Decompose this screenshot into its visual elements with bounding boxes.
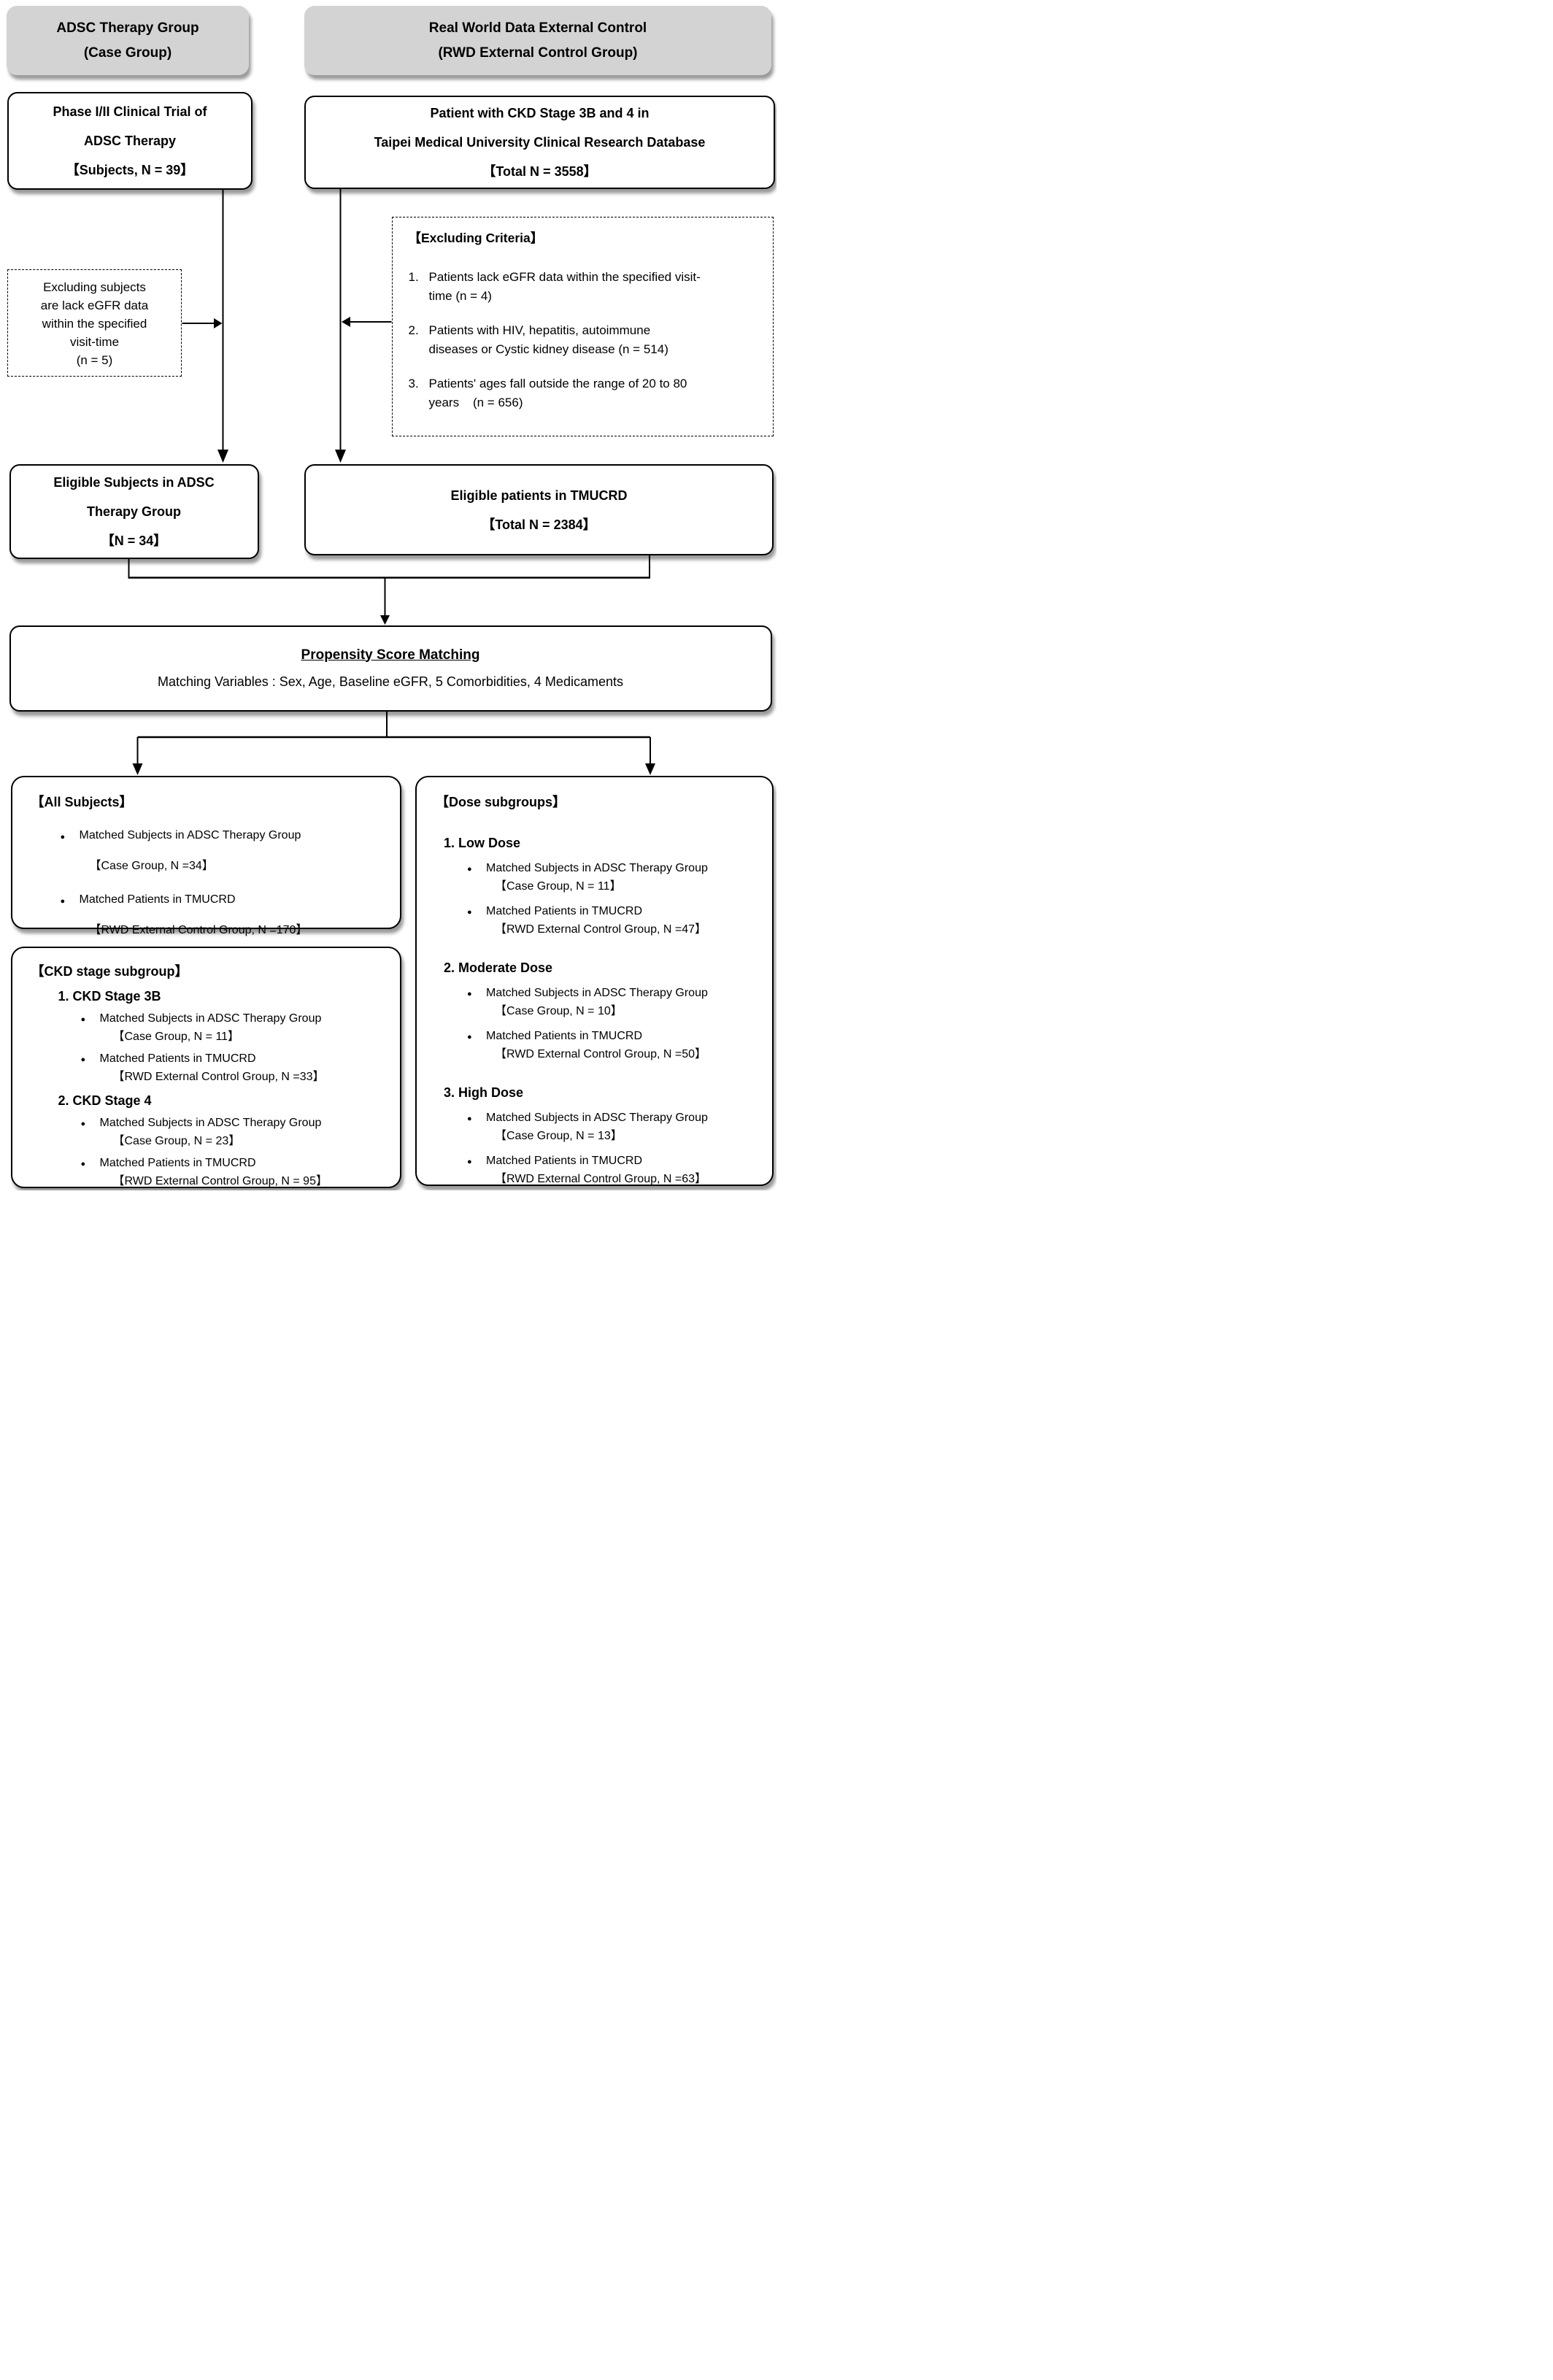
ckd-4-item-1: Matched Subjects in ADSC Therapy Group: [81, 1115, 400, 1132]
moderate-dose-item-2: Matched Patients in TMUCRD: [467, 1028, 772, 1045]
excluding-criteria-item-1-line2: time (n = 4): [428, 288, 492, 303]
ckd-3b-item-1-count: 【Case Group, N = 11】: [112, 1030, 240, 1043]
excluding-subjects-line3: within the specified: [42, 317, 147, 331]
arrowhead-exclusion-right: [342, 317, 350, 327]
case-group-header-line2: (Case Group): [83, 45, 172, 61]
low-dose-heading: 1. Low Dose: [444, 836, 521, 850]
ckd-4-item-2: Matched Patients in TMUCRD: [81, 1155, 400, 1172]
psm-title: Propensity Score Matching: [301, 647, 480, 663]
all-subjects-box: 【All Subjects】 Matched Subjects in ADSC …: [10, 776, 401, 936]
psm-matching-variables: Matching Variables : Sex, Age, Baseline …: [158, 674, 623, 689]
excluding-criteria-item-1: 1. Patients lack eGFR data within the sp…: [409, 268, 757, 306]
tmucrd-source-box: Patient with CKD Stage 3B and 4 in Taipe…: [304, 96, 775, 189]
excluding-subjects-line4: visit-time: [69, 335, 120, 349]
moderate-dose-item-1: Matched Subjects in ADSC Therapy Group: [467, 985, 772, 1002]
excluding-criteria-item-2-line2: diseases or Cystic kidney disease (n = 5…: [428, 342, 668, 356]
eligible-tmucrd-line1: Eligible patients in TMUCRD: [450, 488, 628, 503]
arrowhead-trial-to-eligible: [217, 450, 228, 463]
moderate-dose-heading: 2. Moderate Dose: [444, 960, 553, 975]
tmucrd-source-count: 【Total N = 3558】: [482, 164, 597, 179]
eligible-adsc-box: Eligible Subjects in ADSC Therapy Group …: [9, 464, 259, 559]
excluding-criteria-item-1-number: 1.: [408, 269, 419, 284]
tmucrd-source-line1: Patient with CKD Stage 3B and 4 in: [430, 106, 650, 120]
excluding-subjects-box: Excluding subjects are lack eGFR data wi…: [7, 269, 182, 377]
excluding-subjects-line2: are lack eGFR data: [40, 299, 149, 312]
arrowhead-exclusion-left: [214, 318, 223, 328]
low-dose-item-1-count: 【Case Group, N = 11】: [495, 880, 622, 893]
flow-connectors: [128, 189, 655, 775]
rwd-control-header-line2: (RWD External Control Group): [438, 45, 638, 61]
trial-box-line2: ADSC Therapy: [83, 134, 177, 148]
moderate-dose-item-1-count: 【Case Group, N = 10】: [495, 1005, 623, 1017]
low-dose-item-1: Matched Subjects in ADSC Therapy Group: [467, 860, 772, 877]
excluding-criteria-item-1-line1: Patients lack eGFR data within the speci…: [428, 269, 701, 284]
ckd-3b-item-2: Matched Patients in TMUCRD: [81, 1051, 400, 1068]
flow-diagram: ADSC Therapy Group (Case Group) Real Wor…: [0, 0, 776, 1190]
ckd-4-item-2-count: 【RWD External Control Group, N = 95】: [112, 1174, 328, 1187]
high-dose-item-2-count: 【RWD External Control Group, N =63】: [495, 1173, 707, 1185]
high-dose-item-1: Matched Subjects in ADSC Therapy Group: [467, 1110, 772, 1127]
all-subjects-item-1-count: 【Case Group, N =34】: [89, 860, 214, 872]
excluding-criteria-item-3-number: 3.: [408, 376, 419, 390]
ckd-stage-3b-heading: 1. CKD Stage 3B: [58, 988, 161, 1004]
ckd-stage-4-heading: 2. CKD Stage 4: [58, 1093, 152, 1108]
eligible-tmucrd-count: 【Total N = 2384】: [482, 517, 596, 532]
ckd-subgroup-title: 【CKD stage subgroup】: [31, 963, 188, 979]
case-group-header-line1: ADSC Therapy Group: [56, 20, 199, 36]
high-dose-item-1-count: 【Case Group, N = 13】: [495, 1130, 623, 1142]
excluding-criteria-box: 【Excluding Criteria】 1. Patients lack eG…: [391, 216, 774, 436]
dose-subgroups-title: 【Dose subgroups】: [436, 795, 566, 809]
excluding-criteria-title: 【Excluding Criteria】: [408, 230, 544, 245]
ckd-3b-item-2-count: 【RWD External Control Group, N =33】: [112, 1070, 325, 1083]
high-dose-item-2: Matched Patients in TMUCRD: [467, 1153, 772, 1170]
ckd-3b-item-1: Matched Subjects in ADSC Therapy Group: [81, 1011, 400, 1028]
all-subjects-title: 【All Subjects】: [31, 795, 133, 809]
excluding-criteria-item-3: 3. Patients' ages fall outside the range…: [409, 374, 757, 412]
low-dose-item-2-count: 【RWD External Control Group, N =47】: [495, 923, 707, 936]
excluding-subjects-line5: (n = 5): [76, 353, 113, 367]
excluding-criteria-item-2-number: 2.: [408, 323, 419, 337]
eligible-adsc-count: 【N = 34】: [101, 534, 167, 548]
rwd-control-header: Real World Data External Control (RWD Ex…: [304, 6, 771, 75]
arrowhead-source-to-eligible: [335, 450, 346, 463]
high-dose-heading: 3. High Dose: [444, 1085, 524, 1100]
trial-box-line1: Phase I/II Clinical Trial of: [53, 104, 207, 119]
ckd-4-item-1-count: 【Case Group, N = 23】: [112, 1134, 241, 1147]
psm-box: Propensity Score Matching Matching Varia…: [9, 625, 772, 712]
low-dose-item-2: Matched Patients in TMUCRD: [467, 904, 772, 920]
all-subjects-item-2: Matched Patients in TMUCRD: [61, 891, 400, 910]
eligible-adsc-line1: Eligible Subjects in ADSC: [53, 475, 215, 490]
excluding-criteria-item-2: 2. Patients with HIV, hepatitis, autoimm…: [409, 321, 757, 359]
all-subjects-item-1: Matched Subjects in ADSC Therapy Group: [61, 827, 400, 846]
eligible-tmucrd-box: Eligible patients in TMUCRD 【Total N = 2…: [304, 464, 774, 555]
all-subjects-item-2-count: 【RWD External Control Group, N =170】: [89, 924, 308, 936]
arrowhead-merge-to-psm: [380, 615, 390, 625]
case-group-header: ADSC Therapy Group (Case Group): [7, 6, 249, 75]
excluding-criteria-item-3-line1: Patients' ages fall outside the range of…: [428, 376, 687, 390]
dose-subgroups-box: 【Dose subgroups】 1. Low Dose Matched Sub…: [415, 776, 774, 1186]
rwd-control-header-line1: Real World Data External Control: [428, 20, 647, 36]
moderate-dose-item-2-count: 【RWD External Control Group, N =50】: [495, 1048, 707, 1060]
trial-box: Phase I/II Clinical Trial of ADSC Therap…: [7, 92, 253, 190]
arrowhead-split-left: [132, 763, 143, 775]
excluding-criteria-item-3-line2: years (n = 656): [428, 395, 523, 409]
trial-box-count: 【Subjects, N = 39】: [66, 163, 194, 177]
ckd-subgroup-box: 【CKD stage subgroup】 1. CKD Stage 3B Mat…: [10, 946, 401, 1188]
eligible-adsc-line2: Therapy Group: [86, 504, 181, 519]
excluding-subjects-line1: Excluding subjects: [43, 280, 146, 294]
tmucrd-source-line2: Taipei Medical University Clinical Resea…: [374, 135, 706, 150]
excluding-criteria-item-2-line1: Patients with HIV, hepatitis, autoimmune: [428, 323, 651, 337]
arrowhead-split-right: [645, 763, 655, 775]
